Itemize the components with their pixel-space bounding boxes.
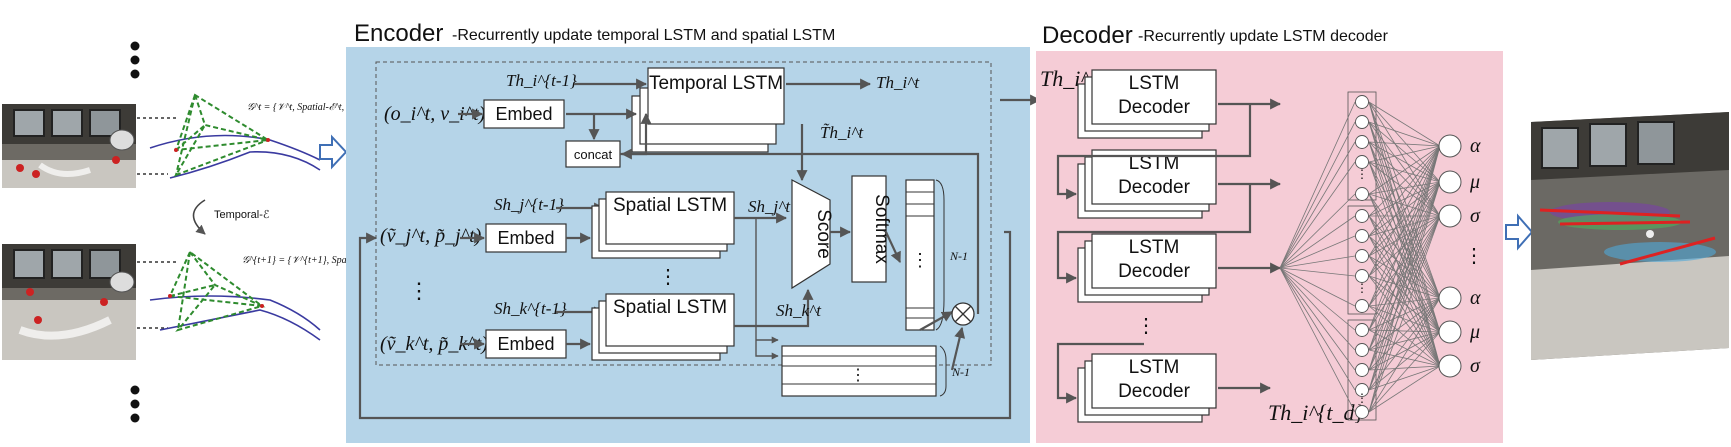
embed-box-ov [483,99,565,129]
embed-box-k [485,329,567,359]
th-td-label: Th_i^{t_d} [1268,400,1364,425]
spatio-temporal-graph-t-plus-1: 𝒢^{t+1} = {𝒱^{t+1}, Spatial-ℰ^{t+1}, 𝒲^{… [149,250,442,341]
output-network: ⋮ ⋮ ⋮ [1279,91,1441,421]
output-mu-1: μ [1469,171,1480,193]
spatial-lstm-stack-k: Spatial LSTM [591,293,735,361]
hidden-node [1355,209,1369,223]
temporal-lstm-stack: Temporal LSTM [631,67,785,153]
n-minus-1-label: N-1 [949,249,968,263]
graph-t-plus-1-label: 𝒢^{t+1} = {𝒱^{t+1}, Spatial-ℰ^{t+1}, 𝒲^{… [242,255,442,266]
decoder-panel: Decoder -Recurrently update LSTM decoder… [1036,22,1503,443]
softmax-label: Softmax [871,194,892,264]
output-frame [1505,112,1729,360]
hidden-node [1355,405,1369,419]
lstm-decoder-stack-4: LSTM Decoder [1077,353,1217,423]
concat-label: concat [574,147,613,162]
lstm-decoder-label: LSTM Decoder [1118,73,1190,118]
sh-k-prev-label: Sh_k^{t-1} [494,299,567,318]
sh-j-prev-label: Sh_j^{t-1} [494,195,564,214]
svg-text:⋮: ⋮ [1356,281,1368,295]
spatial-lstm-label: Spatial LSTM [612,195,728,216]
output-alpha-1: α [1470,135,1481,157]
spatial-lstm-label: Spatial LSTM [612,297,728,318]
spatial-lstm-stack-j: Spatial LSTM [591,191,735,259]
hidden-node [1355,363,1369,377]
score-block: Score [791,179,834,290]
input-vp-j: (ṽ_j^t, p̃_j^t) [380,225,482,247]
output-alpha-2: α [1470,287,1481,309]
output-node [1438,286,1462,310]
hidden-node [1355,155,1369,169]
temporal-lstm-label: Temporal LSTM [648,73,784,94]
vertical-dots-icon: ⋮ [1464,245,1484,267]
softmax-box [851,175,887,283]
lstm-decoder-stack-1: LSTM Decoder [1077,69,1217,139]
spatio-temporal-graph-t: 𝒢^t = {𝒱^t, Spatial-ℰ^t, 𝒲^t} [149,93,368,179]
vertical-dots-icon [130,41,140,423]
hollow-right-arrow-icon [319,134,348,170]
attention-weight-stack: ⋮ N-1 [905,179,968,331]
n-minus-1-label: N-1 [951,365,970,379]
decoder-title: Decoder [1042,22,1133,49]
lstm-decoder-stack-2: LSTM Decoder [1077,149,1217,219]
lstm-decoder-label: LSTM Decoder [1118,237,1190,282]
output-node [1438,320,1462,344]
hidden-node [1355,383,1369,397]
hidden-node [1355,187,1369,201]
graph-t-label: 𝒢^t = {𝒱^t, Spatial-ℰ^t, 𝒲^t} [247,102,368,113]
hidden-node [1355,343,1369,357]
input-frames: 𝒢^t = {𝒱^t, Spatial-ℰ^t, 𝒲^t} Temporal-ℰ… [2,41,442,423]
embed-label: Embed [495,104,552,124]
output-mu-2: μ [1469,321,1480,343]
lstm-decoder-label: LSTM Decoder [1118,357,1190,402]
svg-text:⋮: ⋮ [1356,391,1368,405]
score-label: Score [813,209,834,259]
embed-label: Embed [497,228,554,248]
video-frame-t [2,104,136,188]
vertical-dots-icon: ⋮ [1136,315,1156,337]
hidden-state-stack: ⋮ N-1 [781,345,970,397]
concat-box [565,140,621,168]
decoder-subtitle: -Recurrently update LSTM decoder [1138,28,1389,45]
lstm-decoder-stack-3: LSTM Decoder [1077,233,1217,303]
hidden-node [1355,115,1369,129]
output-node [1438,354,1462,378]
hidden-node [1355,269,1369,283]
th-output-label: Th_i^t [876,73,920,92]
hidden-node [1355,95,1369,109]
th-prev-label: Th_i^{t-1} [506,71,577,90]
vertical-dots-icon: ⋮ [408,278,430,303]
embed-box-j [485,223,567,253]
encoder-subtitle: -Recurrently update temporal LSTM and sp… [452,27,835,44]
hidden-node [1355,249,1369,263]
output-node [1438,170,1462,194]
hollow-right-arrow-icon [1505,213,1534,251]
output-sigma-1: σ [1470,205,1481,227]
output-parameter-nodes [1438,134,1462,378]
hidden-node [1355,229,1369,243]
encoder-panel: Encoder -Recurrently update temporal LST… [346,20,1042,443]
multiply-circle-icon [951,302,975,326]
th-tilde-label: T̃h_i^t [820,123,864,142]
svg-text:⋮: ⋮ [850,367,866,384]
svg-text:⋮: ⋮ [658,266,678,288]
encoder-title: Encoder [354,20,443,47]
output-node [1438,204,1462,228]
embed-label: Embed [497,334,554,354]
hidden-node [1355,323,1369,337]
input-ov: (o_i^t, v_i^t) [384,103,486,125]
video-frame-t-plus-1 [2,244,136,360]
output-node [1438,134,1462,158]
lstm-decoder-label: LSTM Decoder [1118,153,1190,198]
sh-j-label: Sh_j^t [748,197,791,216]
input-vp-k: (ṽ_k^t, p̃_k^t) [380,333,488,355]
svg-text:⋮: ⋮ [911,250,929,270]
hidden-node [1355,135,1369,149]
temporal-edge-label: Temporal-ℰ [214,209,270,221]
hidden-node [1355,299,1369,313]
output-sigma-2: σ [1470,355,1481,377]
sh-k-label: Sh_k^t [776,301,822,320]
svg-text:⋮: ⋮ [1356,167,1368,181]
